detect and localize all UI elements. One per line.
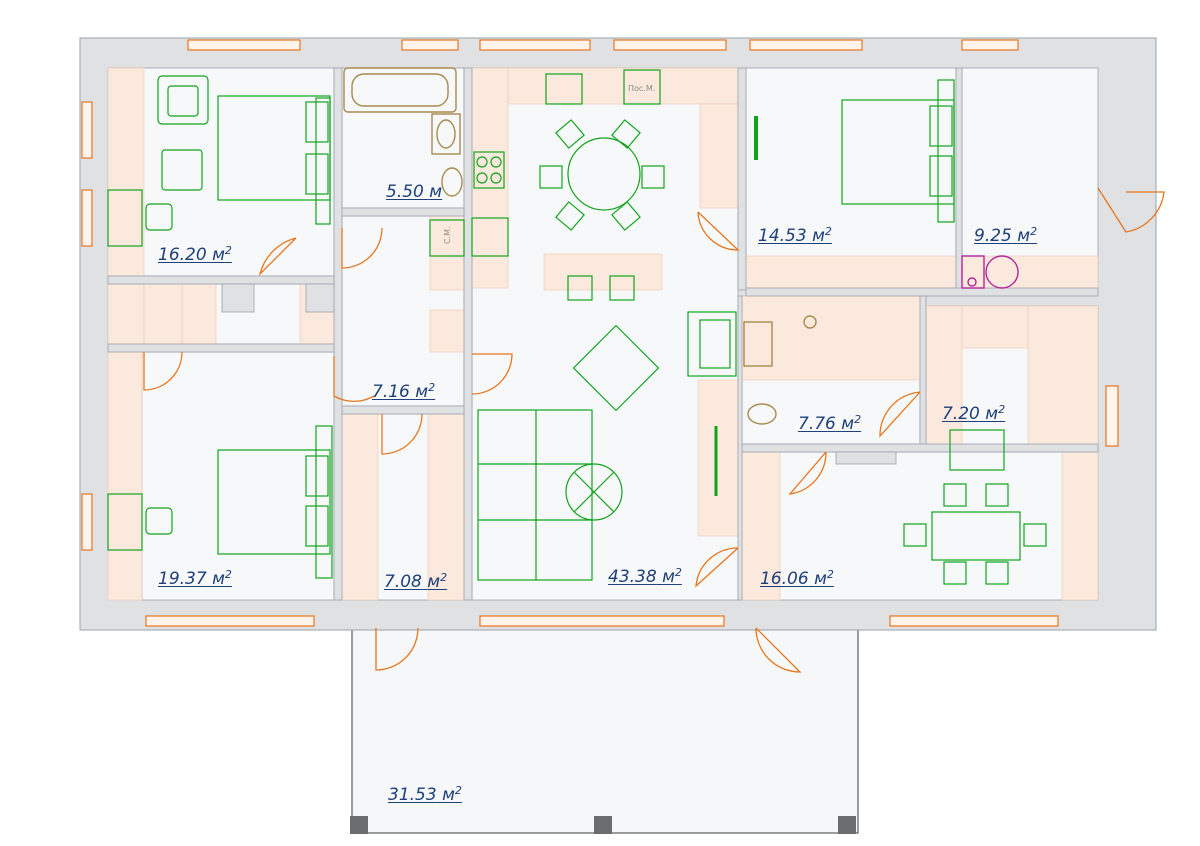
cooktop-icon: [473, 151, 505, 189]
area-label-bedroom-ne: 14.53 м2: [758, 225, 832, 246]
dishwasher-icon: [623, 69, 661, 105]
desk-icon: [107, 189, 143, 247]
area-label-bathroom: 5.50 м: [386, 182, 443, 202]
area-label-bedroom-sw: 19.37 м2: [158, 568, 232, 589]
chair-icon: [145, 507, 173, 535]
bar-stool-icon: [567, 275, 593, 301]
bedroom-nw-furniture: [107, 75, 331, 247]
double-bed-icon: [217, 449, 331, 555]
shower-icon: [803, 315, 817, 329]
bedroom-ne-furniture: [754, 79, 955, 223]
desk-icon: [949, 429, 1005, 471]
living-furniture: [477, 119, 737, 581]
area-label-hall: 7.16 м2: [372, 381, 436, 402]
armchair-icon: [157, 75, 209, 125]
area-label-wc: 7.76 м2: [798, 413, 862, 434]
utility-fixtures: [961, 255, 1019, 289]
armchair-icon: [572, 324, 660, 412]
area-label-utility-room: 9.25 м2: [974, 225, 1038, 246]
dining-table-icon: [931, 511, 1021, 561]
toilet-icon: [747, 403, 777, 425]
area-label-bedroom-nw: 16.20 м2: [158, 244, 232, 265]
kitchen-sink-icon: [545, 73, 583, 105]
coffee-table-icon: [565, 463, 623, 521]
ottoman-icon: [161, 149, 203, 191]
toilet-icon: [441, 167, 463, 197]
finish-zones: [107, 67, 1099, 601]
sink-icon: [431, 113, 461, 155]
area-label-living-kitchen: 43.38 м2: [608, 566, 682, 587]
study-furniture: [903, 429, 1047, 585]
area-label-closet: 7.20 м2: [942, 403, 1006, 424]
dishwasher-tag: Пос.М.: [628, 84, 655, 93]
fridge-icon: [471, 217, 509, 257]
desk-icon: [107, 493, 143, 551]
round-table-icon: [567, 137, 641, 211]
terrace: [350, 627, 859, 834]
area-label-study: 16.06 м2: [760, 568, 834, 589]
bedroom-sw-furniture: [107, 425, 333, 579]
kitchen-fixtures: [429, 69, 661, 257]
washer-icon: [429, 219, 465, 257]
boiler-icon: [961, 255, 985, 289]
bathtub-icon: [343, 67, 457, 113]
doors: [143, 187, 1165, 673]
windows: [81, 39, 1119, 627]
wall-stubs: [221, 283, 897, 465]
interior-walls: [107, 67, 1099, 601]
area-label-corridor: 7.08 м2: [384, 571, 448, 592]
corner-sofa-icon: [477, 409, 593, 581]
sink-icon: [743, 321, 773, 367]
wc-fixtures: [743, 315, 817, 425]
area-label-terrace: 31.53 м2: [388, 784, 462, 805]
chair-icon: [145, 203, 173, 231]
washer-tag: С.М.: [443, 226, 452, 244]
bathroom-fixtures: [343, 67, 463, 197]
fireplace-icon: [687, 311, 737, 377]
